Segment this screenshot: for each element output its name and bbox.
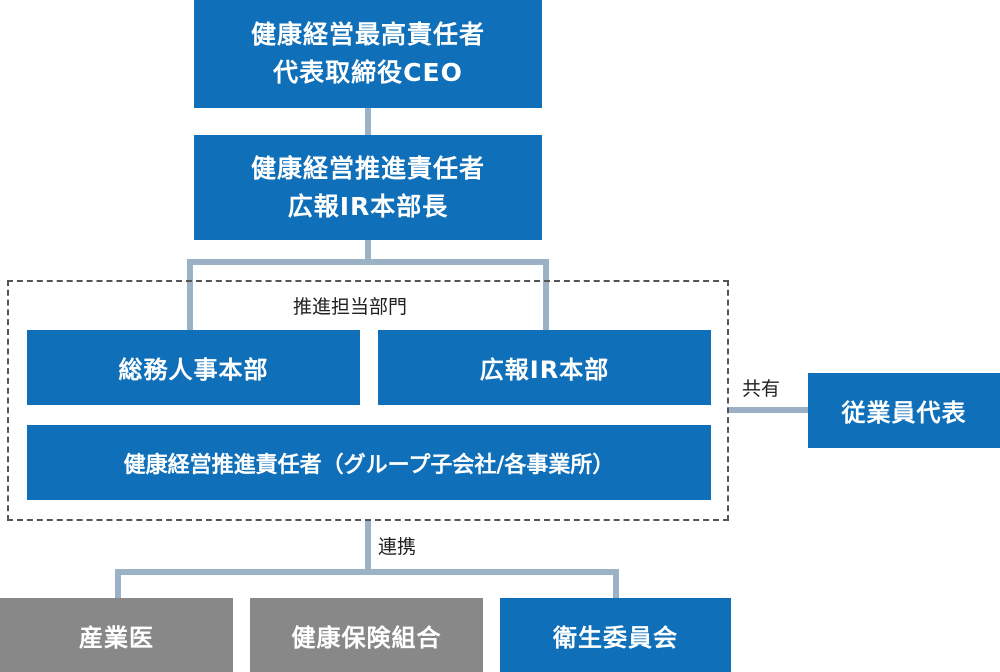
health-insurance-box: 健康保険組合	[250, 598, 483, 672]
pr-ir-label: 広報IR本部	[479, 356, 610, 384]
employee-representative-box: 従業員代表	[808, 373, 1000, 448]
subsidiary-promoters-label: 健康経営推進責任者（グループ子会社/各事業所）	[123, 452, 615, 478]
employee-representative-label: 従業員代表	[841, 399, 967, 427]
subsidiary-promoters-box: 健康経営推進責任者（グループ子会社/各事業所）	[27, 425, 711, 500]
health-committee-label: 衛生委員会	[553, 623, 678, 652]
promotion-officer-position: 広報IR本部長	[287, 191, 449, 221]
general-affairs-hr-box: 総務人事本部	[27, 330, 360, 405]
general-affairs-hr-label: 総務人事本部	[118, 356, 269, 384]
ceo-position: 代表取締役CEO	[273, 58, 463, 87]
pr-ir-box: 広報IR本部	[378, 330, 711, 405]
promotion-officer-title: 健康経営推進責任者	[250, 153, 485, 183]
industrial-doctor-label: 産業医	[79, 623, 154, 652]
industrial-doctor-box: 産業医	[0, 598, 233, 672]
promotion-officer-box: 健康経営推進責任者 広報IR本部長	[194, 135, 542, 240]
promotion-departments-label: 推進担当部門	[293, 296, 408, 318]
share-label: 共有	[742, 378, 781, 400]
link-label: 連携	[378, 536, 417, 558]
ceo-box: 健康経営最高責任者 代表取締役CEO	[194, 0, 542, 108]
promotion-departments-group	[7, 280, 729, 521]
health-insurance-label: 健康保険組合	[291, 623, 442, 652]
health-committee-box: 衛生委員会	[500, 598, 731, 672]
ceo-title: 健康経営最高責任者	[250, 20, 485, 49]
